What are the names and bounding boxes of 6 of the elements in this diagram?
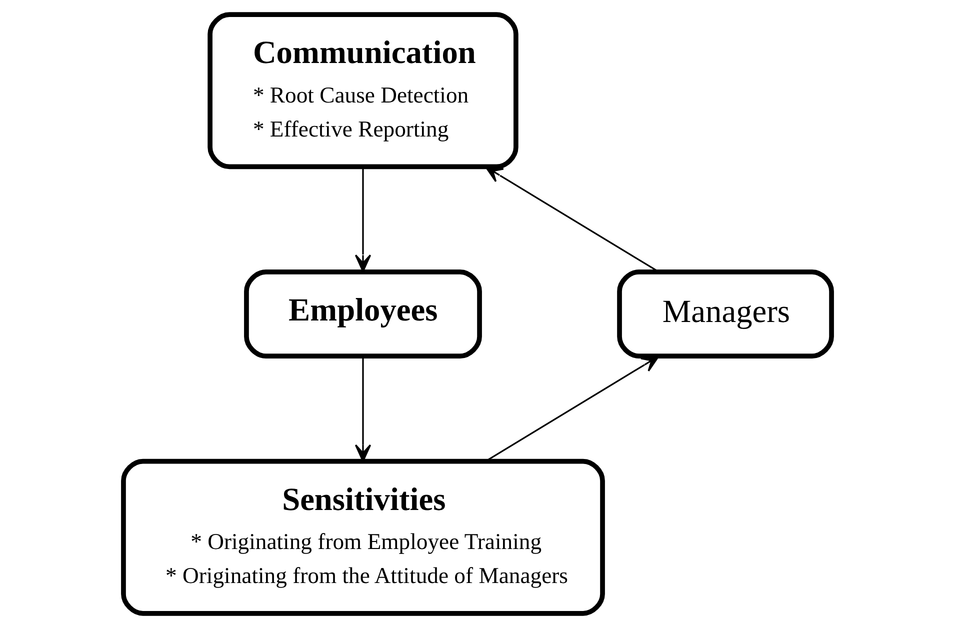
node-box: Sensitivities * Originating from Employee Training * Originating from the Attitude of Managers (120, 458, 604, 616)
node-box: Managers (616, 270, 834, 358)
arrow (354, 166, 371, 272)
node-box: Employees (244, 270, 482, 358)
arrow (484, 166, 658, 272)
node-box: Communication * Root Cause Detection * Effective Reporting (207, 12, 518, 170)
